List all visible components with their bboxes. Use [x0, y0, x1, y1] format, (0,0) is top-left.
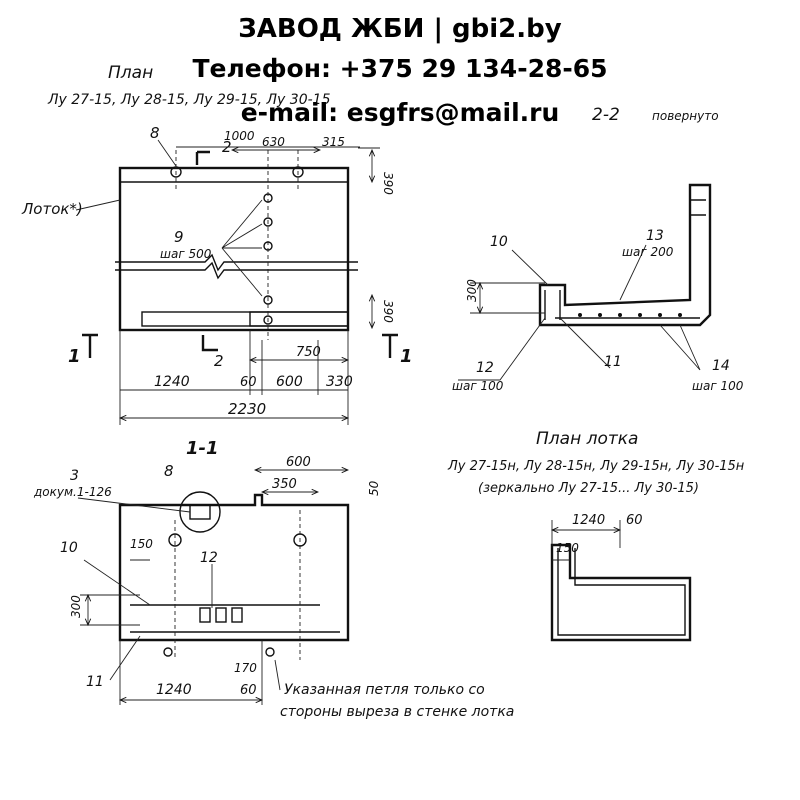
section-1-1-outline [118, 493, 350, 642]
s11-dim170-label: 170 [234, 661, 257, 675]
plan-dim-2230-label: 2230 [228, 400, 266, 418]
s22-note: повернуто [652, 109, 719, 123]
s11-c10: 10 [60, 540, 78, 556]
s22-c11: 11 [604, 354, 622, 370]
plan-dim-630-label: 630 [262, 135, 285, 149]
plan-slab-outline [118, 166, 350, 332]
plan-dim-390-top-label: 390 [381, 172, 395, 195]
s11-c11: 11 [86, 674, 104, 690]
s22-step100b: шаг 100 [692, 379, 744, 393]
section-mark-1-right-label: 1 [400, 346, 413, 367]
section-mark-1-left-label: 1 [68, 346, 81, 367]
section-2-2-outline [538, 183, 712, 327]
s11-c8: 8 [164, 462, 174, 480]
plan-dim-315-label: 315 [322, 135, 345, 149]
plan-dim-750-label: 750 [296, 345, 321, 360]
s11-title: 1-1 [186, 438, 219, 459]
plan-dim-60-label: 60 [240, 375, 257, 390]
s11-leader-3 [77, 497, 191, 513]
s22-c13: 13 [646, 228, 664, 244]
section-mark-2-bottom [201, 335, 218, 352]
tray-plan: План лотка Лу 27-15н, Лу 28-15н, Лу 29-1… [447, 429, 745, 642]
section-1-1: 1-1 3 докум.1-126 8 600 350 50 10 150 12… [33, 438, 514, 720]
s22-leader-12 [458, 317, 546, 381]
section-mark-1-right [382, 333, 398, 358]
s11-note-line2: стороны выреза в стенке лотка [280, 704, 514, 720]
s11-note-line1: Указанная петля только со [284, 682, 485, 698]
plan-view: План Лу 27-15, Лу 28-15, Лу 29-15, Лу 30… [21, 63, 413, 425]
section-2-2-rebar [544, 199, 706, 320]
tray-plan-inner [557, 548, 686, 636]
s11-c3: 3 [70, 468, 79, 484]
plan-callout-2-top: 2 [222, 138, 232, 156]
s11-dim300-label: 300 [69, 595, 83, 618]
tray-dim60-label: 60 [626, 513, 643, 528]
plan-dim-1240-label: 1240 [154, 374, 190, 390]
plan-leader-9 [221, 199, 263, 297]
s11-leader-10 [83, 559, 151, 606]
tray-plan-outline [550, 543, 692, 642]
plan-break-line [115, 253, 358, 272]
section-2-2: 2-2 повернуто 10 13 шаг 200 300 12 шаг 1… [452, 105, 744, 393]
plan-dim-330-label: 330 [326, 374, 353, 390]
s22-c12: 12 [476, 360, 494, 376]
plan-callout-8: 8 [150, 124, 160, 142]
plan-tray-cut [141, 311, 349, 327]
plan-leader-tray [75, 199, 121, 211]
tray-dim1240-label: 1240 [572, 513, 605, 528]
plan-dim-600-label: 600 [276, 374, 303, 390]
plan-leader-8 [157, 139, 177, 167]
s11-dim150-label: 150 [130, 537, 153, 551]
s11-c12: 12 [200, 550, 218, 566]
s22-title: 2-2 [592, 105, 620, 125]
s11-dim350-label: 350 [272, 477, 297, 492]
s22-c14: 14 [712, 358, 730, 374]
s11-dim50-label: 50 [367, 480, 381, 496]
plan-dim-390-bottom-label: 390 [381, 300, 395, 323]
s11-leader-11 [109, 635, 141, 681]
s22-c10: 10 [490, 234, 508, 250]
tray-title: План лотка [536, 429, 638, 449]
plan-break-line-2 [115, 261, 358, 280]
section-mark-2-top [195, 150, 210, 165]
section-2-2-bars [578, 313, 682, 317]
s22-leader-14 [659, 324, 701, 371]
plan-step-500: шаг 500 [160, 247, 212, 261]
plan-tray-label: Лоток*) [21, 200, 83, 218]
s11-dim1240-label: 1240 [156, 682, 192, 698]
s22-step200: шаг 200 [622, 245, 674, 259]
plan-callout-2-bottom: 2 [214, 352, 224, 370]
plan-title: План [108, 63, 153, 83]
plan-tray-cut-right [249, 311, 349, 327]
s22-leader-13 [619, 244, 647, 301]
plan-lifting-loops [170, 166, 304, 325]
watermark-phone: Телефон: +375 29 134-28-65 [192, 54, 608, 83]
s11-leader-note [274, 659, 281, 691]
s11-dim60-label: 60 [240, 683, 257, 698]
plan-dim-1000: 1000 [224, 129, 255, 143]
s22-dim300-label: 300 [465, 279, 479, 302]
s11-doc: докум.1-126 [33, 485, 112, 499]
plan-subtitle: Лу 27-15, Лу 28-15, Лу 29-15, Лу 30-15 [47, 92, 331, 108]
tray-subtitle: Лу 27-15н, Лу 28-15н, Лу 29-15н, Лу 30-1… [447, 459, 745, 474]
s22-leader-11 [559, 317, 611, 369]
s22-step100a: шаг 100 [452, 379, 504, 393]
s22-leader-10 [511, 249, 549, 286]
tray-mirror: (зеркально Лу 27-15... Лу 30-15) [478, 481, 699, 496]
tray-dim150-label: 150 [556, 541, 579, 555]
watermark-email: e-mail: esgfrs@mail.ru [240, 98, 560, 127]
watermark-title: ЗАВОД ЖБИ | gbi2.by [238, 14, 562, 44]
section-mark-1-left [82, 333, 98, 358]
plan-callout-9: 9 [174, 228, 184, 246]
s11-dim600-label: 600 [286, 455, 311, 470]
